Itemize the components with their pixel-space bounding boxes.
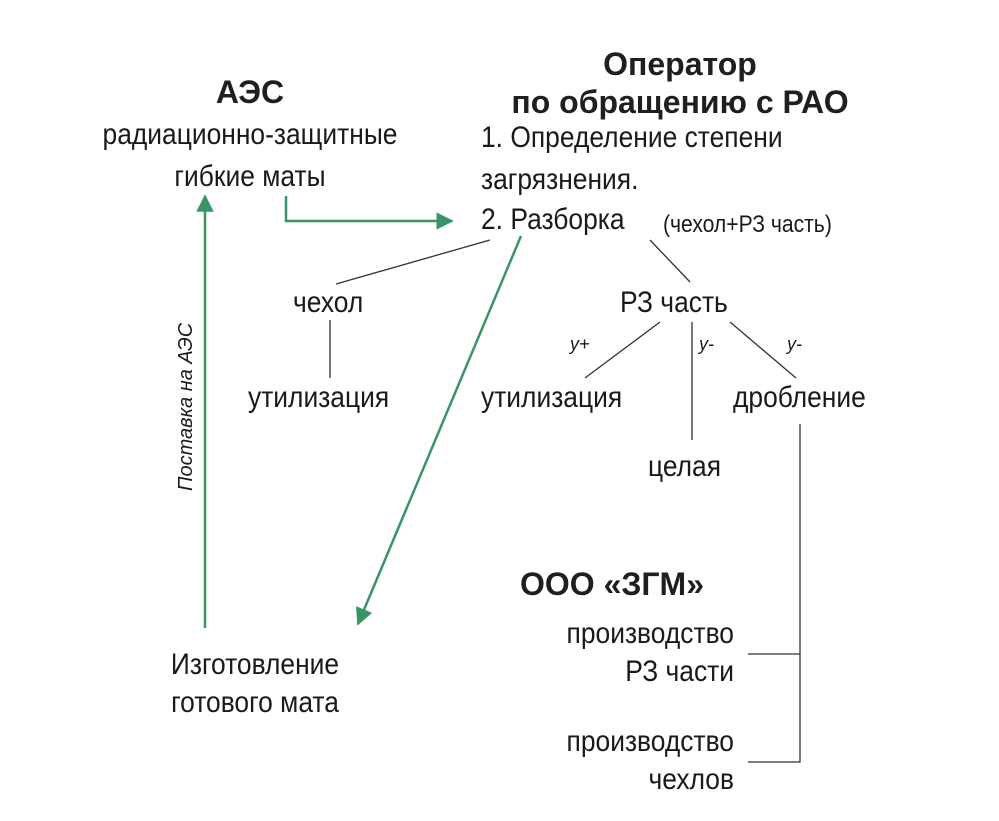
operator-title-line1: Оператор: [603, 46, 757, 82]
bracket-crushing-to-production: [748, 424, 801, 763]
tag-plus: у+: [570, 334, 590, 354]
operator-step1-line2: загрязнения.: [481, 163, 639, 196]
rz-disposal-label: утилизация: [481, 381, 623, 414]
zgm-prod-rz-line2: РЗ части: [625, 655, 734, 688]
zgm-prod-cover-line2: чехлов: [648, 763, 734, 796]
cover-disposal-label: утилизация: [248, 381, 390, 414]
zgm-prod-rz-line1: производство: [566, 617, 734, 650]
rz-whole-label: целая: [648, 450, 722, 483]
zgm-prod-cover-line1: производство: [566, 725, 734, 758]
operator-step2-note: (чехол+РЗ часть): [663, 211, 832, 238]
arrow-mats-to-operator: [284, 196, 454, 230]
rz-part-label: РЗ часть: [620, 286, 728, 319]
aes-mats-line2: гибкие маты: [174, 160, 326, 193]
cover-label: чехол: [293, 286, 364, 319]
operator-step1-line1: 1. Определение степени: [481, 121, 783, 154]
zgm-title: ООО «ЗГМ»: [520, 566, 704, 602]
manufacture-line2: готового мата: [171, 686, 339, 719]
operator-step2: 2. Разборка: [481, 203, 625, 236]
tag-minus-crushing: у-: [787, 334, 802, 354]
aes-title: АЭС: [215, 74, 285, 110]
line-rz-to-disposal: [584, 321, 661, 379]
supply-to-aes-label: Поставка на АЭС: [175, 322, 197, 491]
manufacture-line1: Изготовление: [170, 648, 340, 681]
line-disassembly-to-rz-part: [649, 239, 691, 283]
rz-crushing-label: дробление: [733, 381, 866, 414]
line-rz-to-crushing: [729, 321, 797, 379]
line-disassembly-to-cover: [335, 239, 491, 285]
aes-mats-line1: радиационно-защитные: [102, 118, 398, 151]
arrow-disassembly-to-manufacture: [356, 235, 523, 626]
tag-minus-whole: у-: [699, 334, 714, 354]
operator-title-line2: по обращению с РАО: [511, 84, 849, 120]
